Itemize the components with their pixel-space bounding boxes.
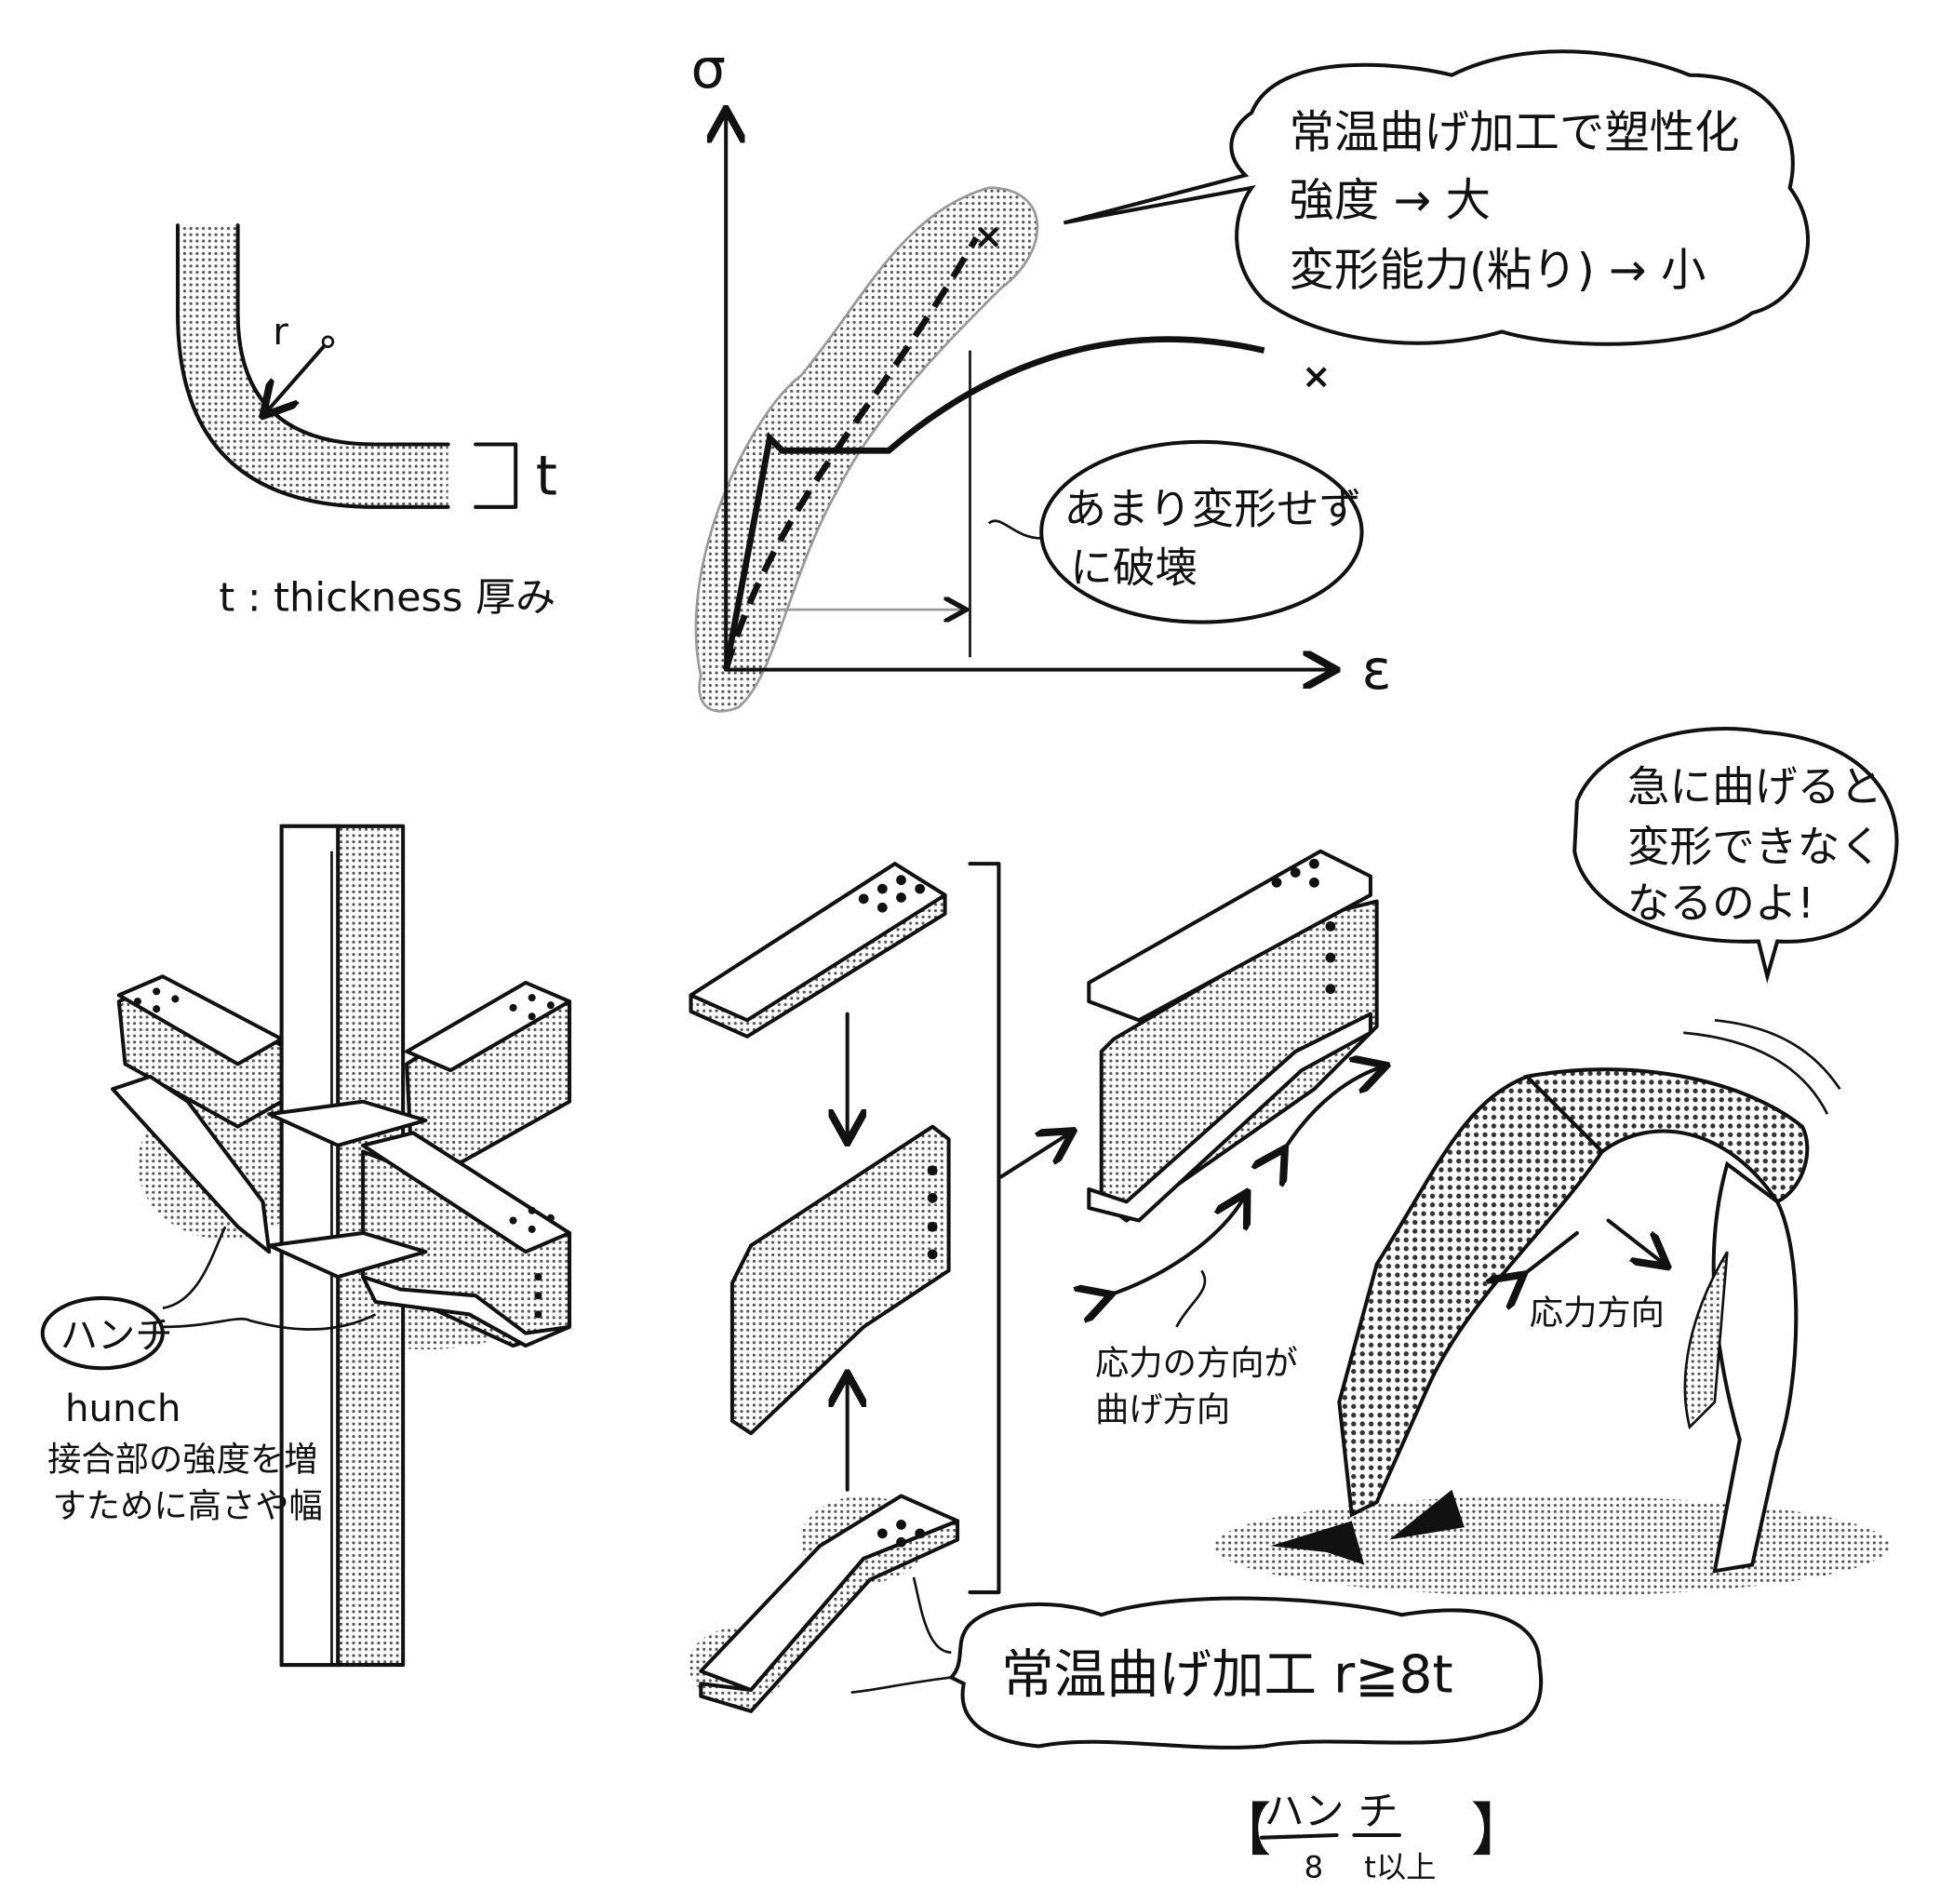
speech-line-3: なるのよ! [1627,878,1814,928]
hunch-english-label: hunch [65,1387,181,1430]
bolt-holes [858,858,1336,1548]
bubble-cold-bend: 常温曲げ加工 r≧8t [850,1576,1544,1750]
fracture-mark-cold-bent: × [974,215,1004,256]
normal-steel-curve [722,336,1265,671]
rule-numerator-right: チ [1358,1789,1398,1835]
figure-torso [1522,1067,1810,1204]
figure-hair [1683,1251,1729,1430]
cold-bend-rule: 常温曲げ加工 r≧8t [1001,1645,1453,1706]
bubble-fracture: あまり変形せず に破壊 [987,439,1364,624]
bent-plate-outer-edge [175,223,450,509]
bubble-outline [947,1596,1544,1750]
bubble-line-2: に破壊 [1070,543,1197,593]
stress-direction-arrow [1283,1066,1384,1151]
rule-bracket-right: 】 [1471,1797,1529,1864]
assembly-bracket [968,862,1001,1595]
y-axis-label: σ [691,36,727,101]
hunch-thickness-rule: 【 ハン チ 8 t以上 】 [1214,1789,1529,1884]
hunch-note-line-1: 接合部の強度を増 [47,1440,317,1480]
bubble-plasticity: 常温曲げ加工で塑性化 強度 → 大 変形能力(粘り) → 小 [1063,49,1810,346]
figure-arms [1711,1160,1799,1574]
fracture-mark-normal: × [1302,355,1331,396]
stress-strain-graph: σ ε × × [691,36,1392,713]
body-stress-label: 応力方向 [1530,1293,1665,1333]
stress-note-line-1: 応力の方向が [1095,1343,1298,1383]
radius-arrow [265,340,330,413]
column-beam-joint: ハンチ hunch 接合部の強度を増 すために高さや幅 [40,824,572,1668]
bubble-line-2: 強度 → 大 [1290,174,1492,226]
bubble-line-1: 常温曲げ加工で塑性化 [1290,107,1740,159]
beam-left-hunch-flange [111,1074,272,1254]
bend-direction-arrow [1107,1196,1245,1296]
hunch-flange-face [699,1494,960,1692]
bent-plate-fill [178,225,448,507]
body-stress-arrows [1520,1218,1665,1278]
bubble-tail [987,519,1042,540]
assembled-beam-top-flange [1087,849,1372,1023]
bubble-outline [1039,439,1364,624]
fraction-line-left [1259,1832,1339,1840]
hunch-bubble-label: ハンチ [60,1314,173,1358]
bubble-line-1: あまり変形せず [1064,484,1361,533]
x-axis-label: ε [1362,637,1392,702]
figure-heels [1270,1489,1465,1565]
speech-line-1: 急に曲げると [1627,762,1882,811]
diaphragm-upper [267,1099,428,1147]
rule-denominator-left: 8 [1304,1850,1324,1885]
web-part [729,1124,951,1436]
beam-front-top-flange [361,1131,572,1254]
character-scene: 急に曲げると 変形できなく なるのよ! 応力方向 [1213,726,1899,1597]
motion-lines [1683,1018,1841,1115]
hunch-bubble [40,1295,165,1371]
beam-front-hunch-flange [361,1275,572,1348]
radius-center-point [321,335,335,348]
radius-label: r [273,310,288,354]
rule-numerator-left: ハン [1264,1789,1345,1835]
beam-right-top-flange [405,980,572,1073]
note-leader [1175,1269,1207,1328]
bolt-holes [133,987,555,1319]
highlight-region [694,186,1039,713]
speech-bubble [1572,726,1899,985]
speech-line-2: 変形できなく [1627,822,1882,871]
diaphragm-lower [267,1230,428,1280]
top-flange-face [689,862,947,1023]
bend-diagram: r t t : thickness 厚み [175,223,557,621]
hunch-leader-lines [162,1226,377,1331]
hunch-note-line-2: すために高さや幅 [52,1485,322,1525]
bubble-outline [1063,49,1810,346]
rule-denominator-right: t以上 [1364,1850,1436,1885]
rule-bracket-left: 【 [1214,1797,1272,1864]
thickness-caption: t : thickness 厚み [219,574,555,621]
hunch-assembly: 応力の方向が 曲げ方向 [688,849,1384,1713]
cold-bent-steel-curve [722,235,980,671]
bubble-leader-lines [850,1576,952,1695]
assembly-arrow [999,1133,1070,1179]
thickness-label: t [536,443,557,507]
bubble-line-3: 変形能力(粘り) → 小 [1290,245,1706,297]
stress-note-line-2: 曲げ方向 [1095,1389,1230,1429]
thickness-dimension [474,442,518,509]
